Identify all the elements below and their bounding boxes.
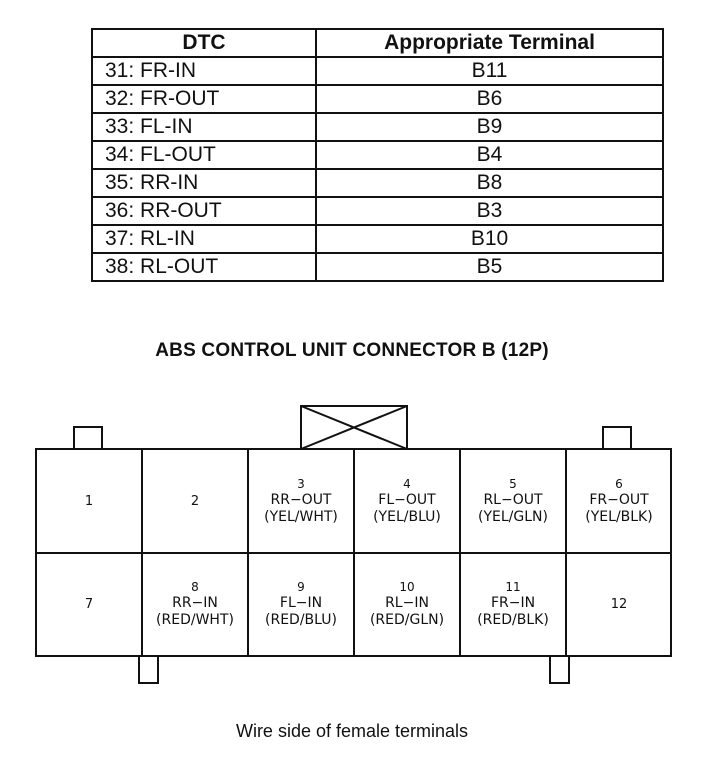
terminal-number: 10 xyxy=(399,580,415,594)
terminal-value: B6 xyxy=(315,84,664,114)
terminal-wire-color: (RED/WHT) xyxy=(156,612,234,628)
dtc-code: 34: FL-OUT xyxy=(91,140,317,170)
terminal-value: B8 xyxy=(315,168,664,198)
dtc-code: 32: FR-OUT xyxy=(91,84,317,114)
terminal-signal: RR−IN xyxy=(172,595,218,611)
terminal-value: B3 xyxy=(315,196,664,226)
terminal-cell: 12 xyxy=(566,596,672,613)
terminal-wire-color: (RED/BLU) xyxy=(265,612,337,628)
terminal-signal: FL−IN xyxy=(279,595,323,611)
terminal-cell: 1 xyxy=(36,493,142,510)
terminal-number: 9 xyxy=(297,580,305,594)
terminal-value: B10 xyxy=(315,224,664,254)
terminal-value: B9 xyxy=(315,112,664,142)
terminal-number: 12 xyxy=(610,597,628,612)
terminal-number: 8 xyxy=(191,580,199,594)
terminal-wire-color: (RED/GLN) xyxy=(369,612,445,628)
terminal-header: Appropriate Terminal xyxy=(315,28,664,58)
terminal-signal: RL−IN xyxy=(385,595,429,611)
connector-foot-right xyxy=(549,656,570,684)
terminal-number: 3 xyxy=(297,476,305,491)
terminal-value: B11 xyxy=(315,56,664,86)
latch-cross-line xyxy=(300,405,408,450)
dtc-code: 37: RL-IN xyxy=(91,224,317,254)
connector-ear-right xyxy=(602,426,632,449)
terminal-wire-color: (YEL/BLK) xyxy=(585,508,653,525)
terminal-number: 2 xyxy=(190,493,200,509)
connector-foot-left xyxy=(138,656,159,684)
terminal-number: 6 xyxy=(615,476,623,491)
terminal-number: 1 xyxy=(84,493,94,509)
dtc-code: 33: FL-IN xyxy=(91,112,317,142)
terminal-signal: RL−OUT xyxy=(483,491,543,508)
dtc-code: 35: RR-IN xyxy=(91,168,317,198)
terminal-cell: 7 xyxy=(36,596,142,613)
terminal-value: B5 xyxy=(315,252,664,282)
terminal-signal: RR−OUT xyxy=(270,491,332,508)
terminal-wire-color: (YEL/BLU) xyxy=(373,508,441,525)
terminal-signal: FR−IN xyxy=(490,595,536,611)
connector-title: ABS CONTROL UNIT CONNECTOR B (12P) xyxy=(155,340,549,361)
terminal-cell: 2 xyxy=(142,493,248,510)
terminal-number: 11 xyxy=(505,580,521,594)
connector-caption: Wire side of female terminals xyxy=(235,721,469,741)
terminal-number: 7 xyxy=(84,597,94,612)
terminal-signal: FR−OUT xyxy=(589,491,649,508)
terminal-value: B4 xyxy=(315,140,664,170)
dtc-header: DTC xyxy=(91,28,317,58)
terminal-signal: FL−OUT xyxy=(378,491,436,508)
terminal-wire-color: (RED/BLK) xyxy=(477,612,549,628)
connector-ear-left xyxy=(73,426,103,449)
terminal-wire-color: (YEL/WHT) xyxy=(264,508,338,525)
terminal-number: 4 xyxy=(403,476,411,491)
dtc-code: 31: FR-IN xyxy=(91,56,317,86)
dtc-code: 36: RR-OUT xyxy=(91,196,317,226)
dtc-code: 38: RL-OUT xyxy=(91,252,317,282)
dtc-table-header-row: DTC Appropriate Terminal xyxy=(91,28,664,58)
terminal-wire-color: (YEL/GLN) xyxy=(478,508,548,525)
terminal-number: 5 xyxy=(509,476,517,491)
